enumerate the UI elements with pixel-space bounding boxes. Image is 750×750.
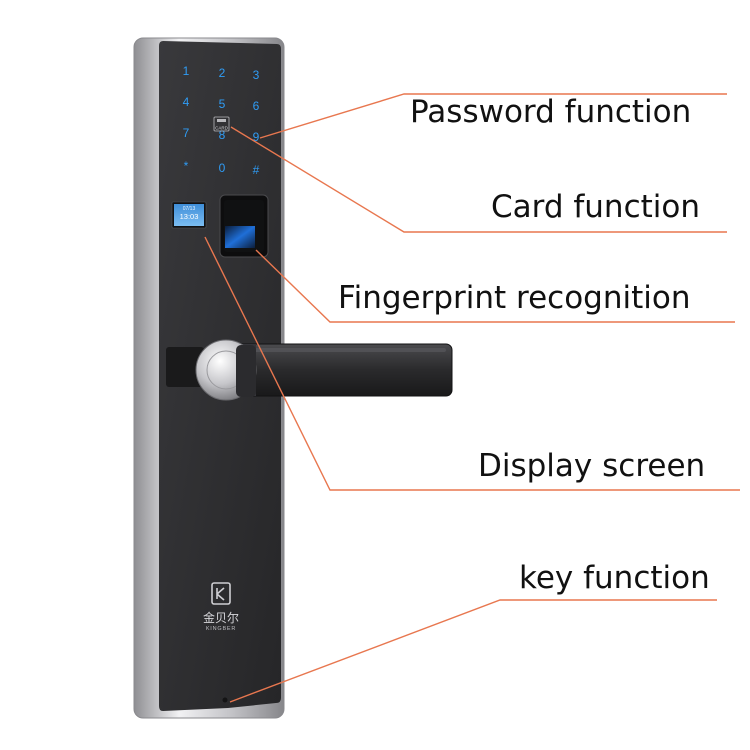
keypad-key-9[interactable]: 9 <box>253 130 260 144</box>
keypad-key-4[interactable]: 4 <box>183 95 190 109</box>
keypad-key-6[interactable]: 6 <box>253 99 260 113</box>
kingber-logo-icon <box>211 582 231 605</box>
keypad-key-1[interactable]: 1 <box>183 64 190 78</box>
leader-line-fingerprint <box>255 249 735 323</box>
keypad-key-5[interactable]: 5 <box>219 97 226 111</box>
leader-line-display <box>204 236 740 491</box>
fingerprint-window <box>225 226 255 248</box>
leader-line-card <box>230 126 727 233</box>
key-hole[interactable] <box>222 697 228 703</box>
card-reader-mark: CARD <box>213 116 230 132</box>
brand-name-en: KINGBER <box>206 626 236 632</box>
label-card-function: Card function <box>491 189 701 225</box>
fingerprint-sensor[interactable] <box>219 194 269 258</box>
display-time: 13:03 <box>180 212 199 221</box>
keypad-key-star[interactable]: * <box>184 159 189 173</box>
leader-line-key <box>229 599 717 703</box>
keypad-key-3[interactable]: 3 <box>253 68 260 82</box>
keypad-key-hash[interactable]: # <box>253 163 260 177</box>
brand-name-cn: 金贝尔 <box>203 610 239 625</box>
label-display-screen: Display screen <box>478 448 706 484</box>
keypad: 1 2 3 4 5 6 7 8 9 * 0 # <box>183 64 260 177</box>
display-screen: 07/13 13:03 <box>171 201 207 229</box>
label-fingerprint-recognition: Fingerprint recognition <box>338 280 691 316</box>
display-date: 07/13 <box>183 206 196 212</box>
brand-logo: 金贝尔 KINGBER <box>203 582 239 632</box>
keypad-key-2[interactable]: 2 <box>219 66 226 80</box>
leader-lines <box>204 93 740 703</box>
leader-line-password <box>259 93 727 139</box>
door-handle[interactable] <box>166 339 453 401</box>
label-key-function: key function <box>519 560 710 596</box>
keypad-key-0[interactable]: 0 <box>219 161 226 175</box>
keypad-key-8[interactable]: 8 <box>219 128 226 142</box>
label-password-function: Password function <box>410 94 692 130</box>
card-mark-text: CARD <box>215 126 229 131</box>
keypad-key-7[interactable]: 7 <box>183 126 190 140</box>
